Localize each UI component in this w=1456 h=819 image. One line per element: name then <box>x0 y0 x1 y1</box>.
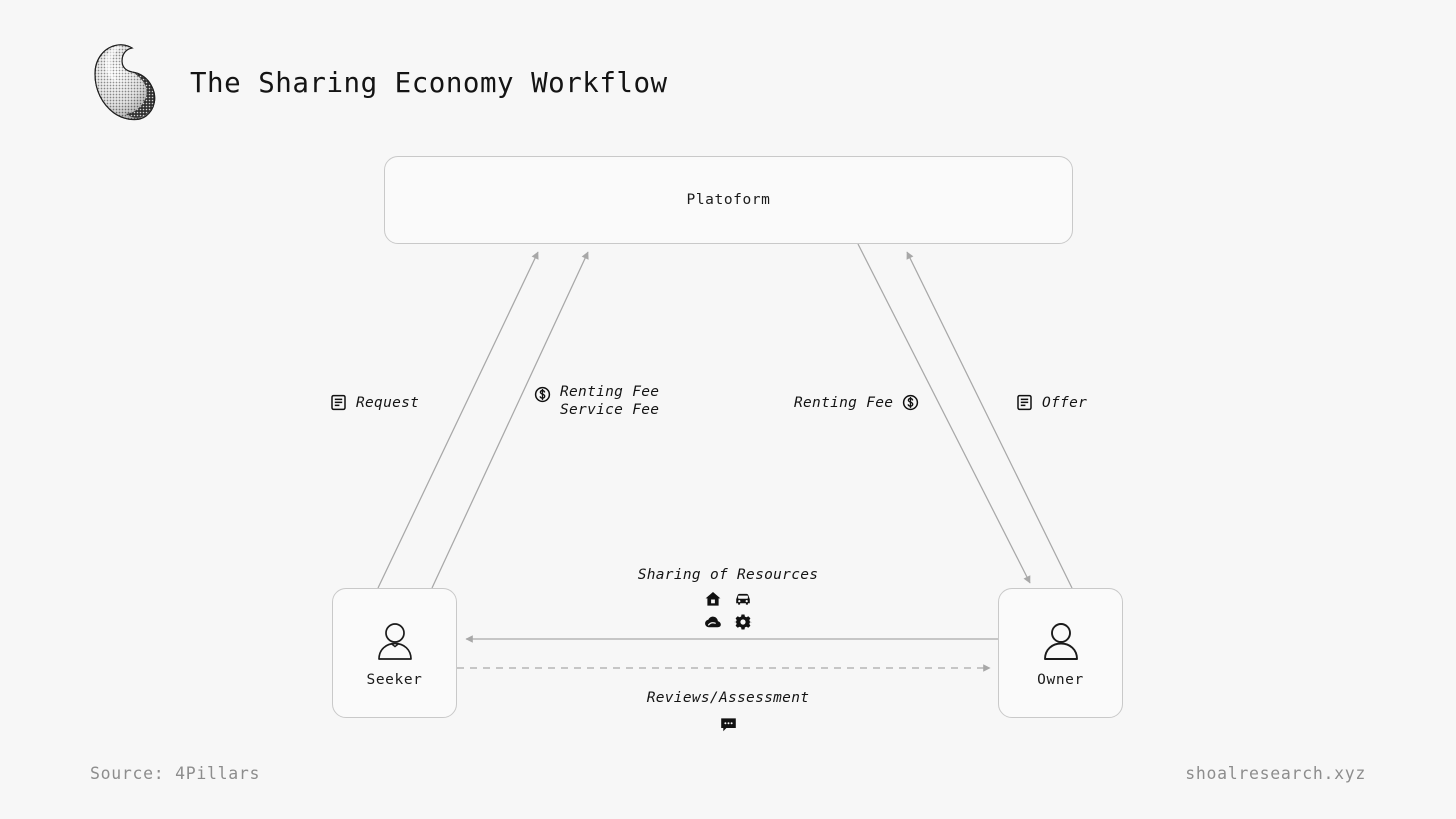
edge-label-reviews-assessment: Reviews/Assessment <box>628 690 828 734</box>
document-list-icon <box>331 394 346 411</box>
edge-label-renting-fee-text: Renting Fee <box>794 394 894 411</box>
sharing-resource-icons <box>704 590 752 631</box>
edge-label-fees-lines: Renting Fee Service Fee <box>560 384 659 418</box>
dollar-circle-icon <box>534 386 551 403</box>
node-seeker[interactable]: Seeker <box>332 588 457 718</box>
snail-shell-icon <box>94 44 156 121</box>
edge-label-sharing-of-resources: Sharing of Resources <box>638 567 818 631</box>
edge-label-renting-fee: Renting Fee <box>794 394 919 411</box>
gear-icon <box>734 614 752 630</box>
edge-label-offer: Offer <box>1016 394 1087 411</box>
edge-offer-line <box>906 251 1073 589</box>
chat-bubble-icon <box>720 718 736 732</box>
node-owner-label: Owner <box>1037 671 1084 688</box>
edge-renting-fee-line <box>857 243 1031 584</box>
footer-site-url: shoalresearch.xyz <box>1185 764 1366 783</box>
edge-fees-line <box>431 251 589 589</box>
edge-label-offer-text: Offer <box>1042 394 1088 411</box>
footer-source: Source: 4Pillars <box>90 764 261 783</box>
sharing-of-resources-text: Sharing of Resources <box>637 567 819 583</box>
reviews-assessment-text: Reviews/Assessment <box>646 690 810 706</box>
edge-request-line <box>377 251 539 589</box>
cloud-icon <box>705 616 721 628</box>
node-owner[interactable]: Owner <box>998 588 1123 718</box>
node-platform[interactable]: Platoform <box>384 156 1073 244</box>
document-list-icon <box>1017 394 1032 411</box>
edge-label-fees-line-1: Renting Fee <box>560 384 660 400</box>
edge-label-request: Request <box>330 394 419 411</box>
node-platform-label: Platoform <box>686 192 771 208</box>
page-title: The Sharing Economy Workflow <box>190 67 668 99</box>
edge-label-request-text: Request <box>356 394 420 411</box>
user-filled-icon <box>1043 622 1078 660</box>
user-outline-icon <box>377 622 412 660</box>
page-header: The Sharing Economy Workflow <box>88 42 668 124</box>
dollar-circle-icon <box>903 394 919 411</box>
edge-label-fees: Renting Fee Service Fee <box>534 384 659 418</box>
edge-label-fees-line-2: Service Fee <box>560 402 660 418</box>
car-icon <box>736 593 750 605</box>
node-seeker-label: Seeker <box>366 671 423 688</box>
house-icon <box>705 592 721 606</box>
